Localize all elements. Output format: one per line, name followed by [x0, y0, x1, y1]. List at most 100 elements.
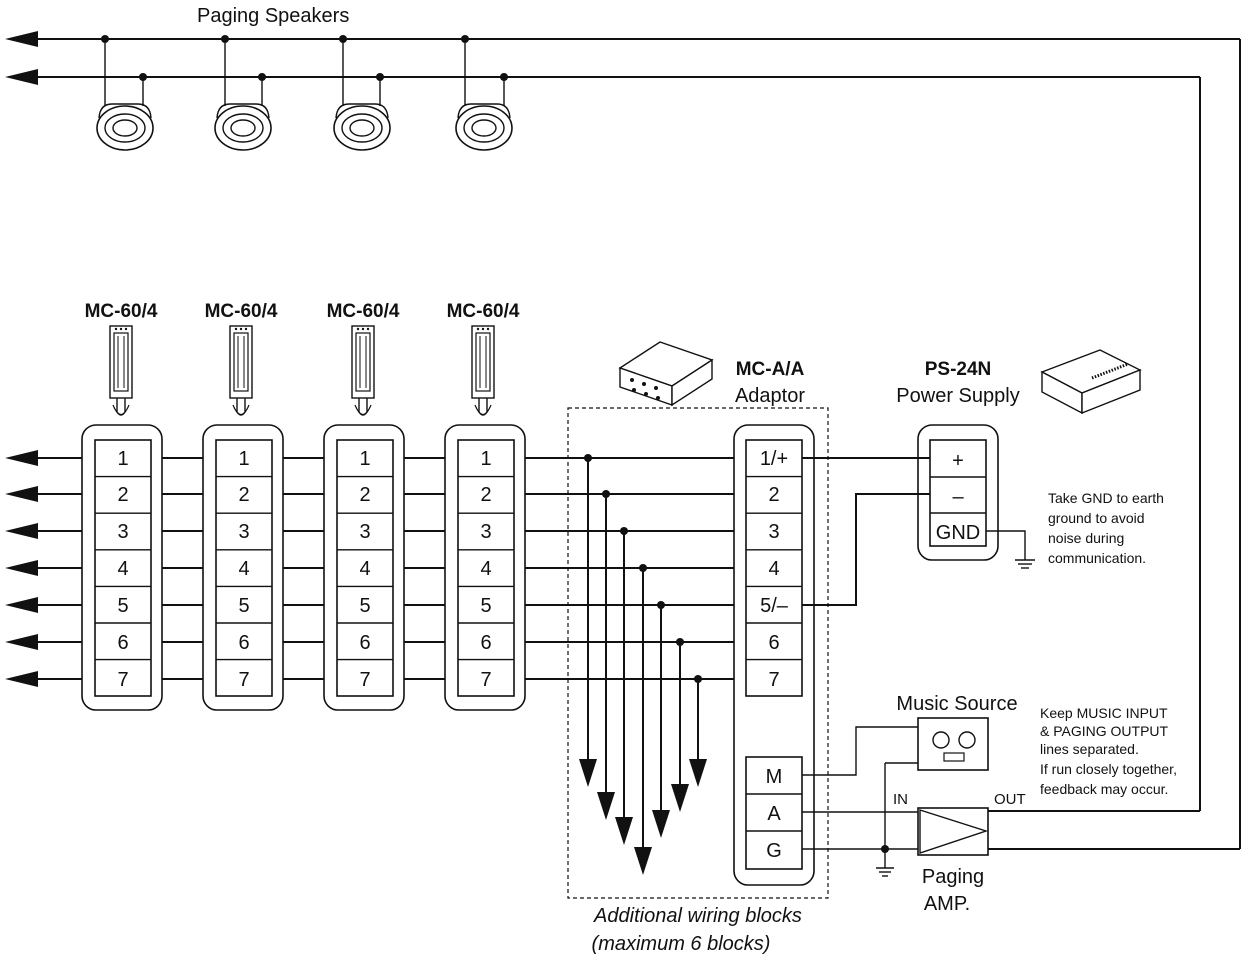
- station-model-label: MC-60/4: [85, 301, 158, 322]
- arrow-down-icon: [689, 759, 707, 787]
- music-note-line: If run closely together,: [1040, 761, 1177, 777]
- amp-out-label: OUT: [994, 791, 1026, 808]
- station-terminal-number: 1: [117, 448, 128, 470]
- arrow-left-icon: [5, 69, 38, 85]
- power-supply-model-label: PS-24N: [925, 359, 992, 380]
- station-block-2: [202, 424, 284, 711]
- adaptor-terminal-number: 4: [768, 558, 779, 580]
- adaptor-terminal-number: 2: [768, 484, 779, 506]
- station-terminal-number: 1: [480, 448, 491, 470]
- adaptor-device-icon: [618, 341, 714, 407]
- gnd-note-line: Take GND to earth: [1048, 490, 1164, 506]
- additional-block-taps: [579, 454, 707, 875]
- station-terminal-number: 6: [480, 632, 491, 654]
- station-terminal-number: 5: [480, 595, 491, 617]
- arrow-down-icon: [597, 792, 615, 820]
- adaptor-terminal-m: M: [766, 766, 783, 788]
- station-terminal-number: 5: [359, 595, 370, 617]
- adaptor-terminal-number: 3: [768, 521, 779, 543]
- music-note-line: Keep MUSIC INPUT: [1040, 705, 1168, 721]
- station-terminal-number: 3: [117, 521, 128, 543]
- station-terminal-number: 3: [359, 521, 370, 543]
- ps-terminal-gnd: GND: [936, 522, 980, 544]
- adaptor-terminal-number: 7: [768, 669, 779, 691]
- station-terminal-number: 4: [117, 558, 128, 580]
- station-terminal-number: 5: [238, 595, 249, 617]
- station-block-1: [81, 424, 163, 711]
- arrow-down-icon: [579, 759, 597, 787]
- amp-name-line1: Paging: [922, 866, 984, 888]
- station-terminal-number: 3: [480, 521, 491, 543]
- arrow-down-icon: [671, 784, 689, 812]
- station-terminal-number: 2: [359, 484, 370, 506]
- adaptor-block: [733, 424, 815, 886]
- additional-blocks-caption: Additional wiring blocks: [593, 905, 802, 927]
- ps-terminal-minus: –: [952, 486, 964, 508]
- adaptor-audio-labels: M A G: [766, 766, 783, 862]
- station-terminal-number: 5: [117, 595, 128, 617]
- station-terminal-number: 2: [238, 484, 249, 506]
- station-terminal-number: 6: [359, 632, 370, 654]
- handset-icon: [229, 325, 253, 416]
- adaptor-name-label: Adaptor: [735, 385, 805, 407]
- arrow-left-icon: [5, 634, 38, 650]
- speaker-2: [214, 35, 272, 151]
- music-source-device-icon: [917, 717, 989, 771]
- music-source-label: Music Source: [896, 693, 1017, 715]
- arrow-left-icon: [5, 523, 38, 539]
- additional-blocks-region: [567, 407, 829, 899]
- adaptor-terminal-a: A: [767, 803, 781, 825]
- ps-terminal-plus: +: [952, 450, 964, 472]
- speaker-4: [455, 35, 513, 151]
- station-model-label: MC-60/4: [205, 301, 278, 322]
- station-model-label: MC-60/4: [327, 301, 400, 322]
- amp-name-line2: AMP.: [924, 893, 970, 915]
- speaker-1: [96, 35, 154, 151]
- power-supply-block: + – GND: [917, 424, 999, 561]
- gnd-note: Take GND to earth ground to avoid noise …: [1048, 490, 1164, 566]
- handset-icon: [471, 325, 495, 416]
- additional-blocks-caption: (maximum 6 blocks): [592, 933, 771, 955]
- arrow-down-icon: [652, 810, 670, 838]
- arrow-left-icon: [5, 486, 38, 502]
- paging-speakers-label: Paging Speakers: [197, 5, 349, 27]
- handset-icon: [109, 325, 133, 416]
- music-note: Keep MUSIC INPUT & PAGING OUTPUT lines s…: [1040, 705, 1177, 797]
- gnd-note-line: communication.: [1048, 550, 1146, 566]
- station-terminal-number: 4: [359, 558, 370, 580]
- station-terminal-number: 7: [480, 669, 491, 691]
- station-terminal-number: 6: [117, 632, 128, 654]
- station-labels: MC-60/4 MC-60/4 MC-60/4 MC-60/4: [85, 301, 520, 322]
- station-terminal-number: 7: [117, 669, 128, 691]
- music-note-line: lines separated.: [1040, 741, 1139, 757]
- adaptor-terminal-number: 5/–: [760, 595, 789, 617]
- speaker-3: [333, 35, 391, 151]
- power-supply-device-icon: [1040, 349, 1142, 415]
- station-terminal-number: 1: [238, 448, 249, 470]
- station-terminal-number: 6: [238, 632, 249, 654]
- station-terminal-number: 7: [359, 669, 370, 691]
- music-note-line: feedback may occur.: [1040, 781, 1168, 797]
- station-terminal-number: 7: [238, 669, 249, 691]
- gnd-note-line: ground to avoid: [1048, 510, 1145, 526]
- arrow-left-icon: [5, 31, 38, 47]
- station-terminal-number: 4: [238, 558, 249, 580]
- arrow-left-icon: [5, 450, 38, 466]
- speaker-bus: [5, 31, 1241, 849]
- arrow-down-icon: [634, 847, 652, 875]
- station-terminal-number: 4: [480, 558, 491, 580]
- paging-amp: [917, 807, 989, 856]
- station-terminal-number: 1: [359, 448, 370, 470]
- arrow-left-icon: [5, 560, 38, 576]
- amp-in-label: IN: [893, 791, 908, 808]
- audio-wiring: [802, 726, 1240, 877]
- power-supply-name-label: Power Supply: [896, 385, 1019, 407]
- adaptor-model-label: MC-A/A: [736, 359, 805, 380]
- adaptor-terminal-g: G: [766, 840, 782, 862]
- station-block-4: [444, 424, 526, 711]
- station-model-label: MC-60/4: [447, 301, 520, 322]
- adaptor-terminal-number: 6: [768, 632, 779, 654]
- adaptor-terminal-number: 1/+: [760, 448, 788, 470]
- station-terminal-number: 2: [117, 484, 128, 506]
